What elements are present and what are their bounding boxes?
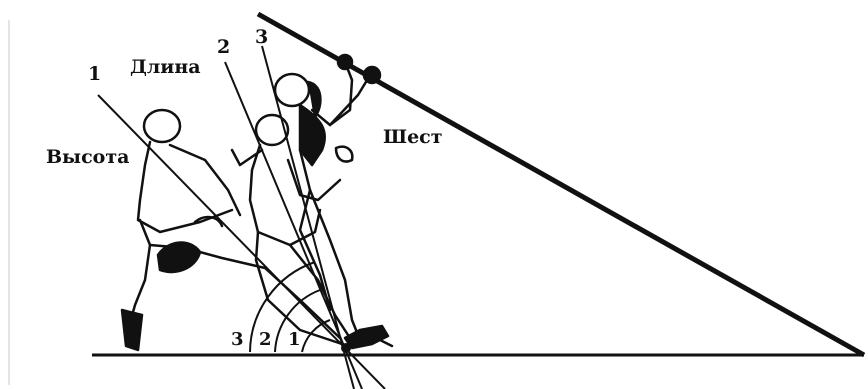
pole-label: Шест bbox=[383, 128, 443, 147]
angle-1-label: 1 bbox=[288, 331, 301, 349]
line-3-label: 3 bbox=[255, 28, 268, 47]
takeoff-point bbox=[341, 343, 351, 353]
line-2-label: 2 bbox=[217, 38, 230, 57]
angle-2-label: 2 bbox=[259, 331, 272, 349]
line-1-label: 1 bbox=[88, 65, 101, 84]
angle-3-label: 3 bbox=[231, 331, 244, 349]
height-label: Высота bbox=[46, 148, 129, 167]
athlete-figure-3 bbox=[275, 55, 392, 348]
athlete-figures bbox=[122, 55, 392, 350]
length-label: Длина bbox=[130, 58, 201, 77]
